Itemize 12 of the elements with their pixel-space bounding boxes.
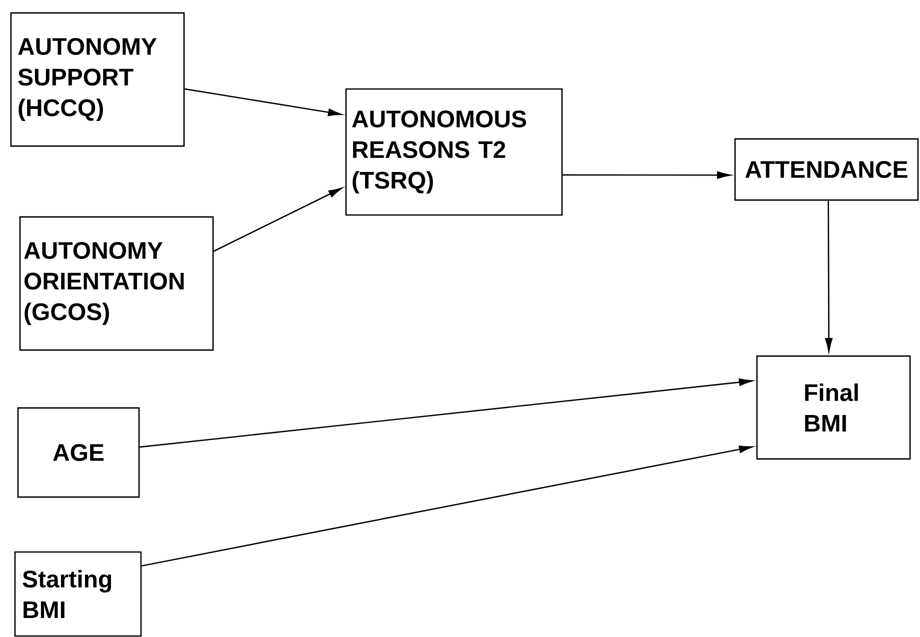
variable-box: ATTENDANCE <box>734 138 919 201</box>
variable-box: AUTONOMY ORIENTATION (GCOS) <box>19 216 214 351</box>
arrow <box>213 188 342 252</box>
arrow <box>184 88 342 116</box>
variable-box: Final BMI <box>756 355 911 460</box>
variable-box: AUTONOMY SUPPORT (HCCQ) <box>10 12 185 147</box>
arrow <box>140 378 753 448</box>
variable-box: AGE <box>17 407 140 498</box>
arrow <box>562 171 731 179</box>
arrow <box>825 200 833 352</box>
variable-box: Starting BMI <box>14 551 142 637</box>
variable-box: AUTONOMOUS REASONS T2 (TSRQ) <box>345 88 563 216</box>
